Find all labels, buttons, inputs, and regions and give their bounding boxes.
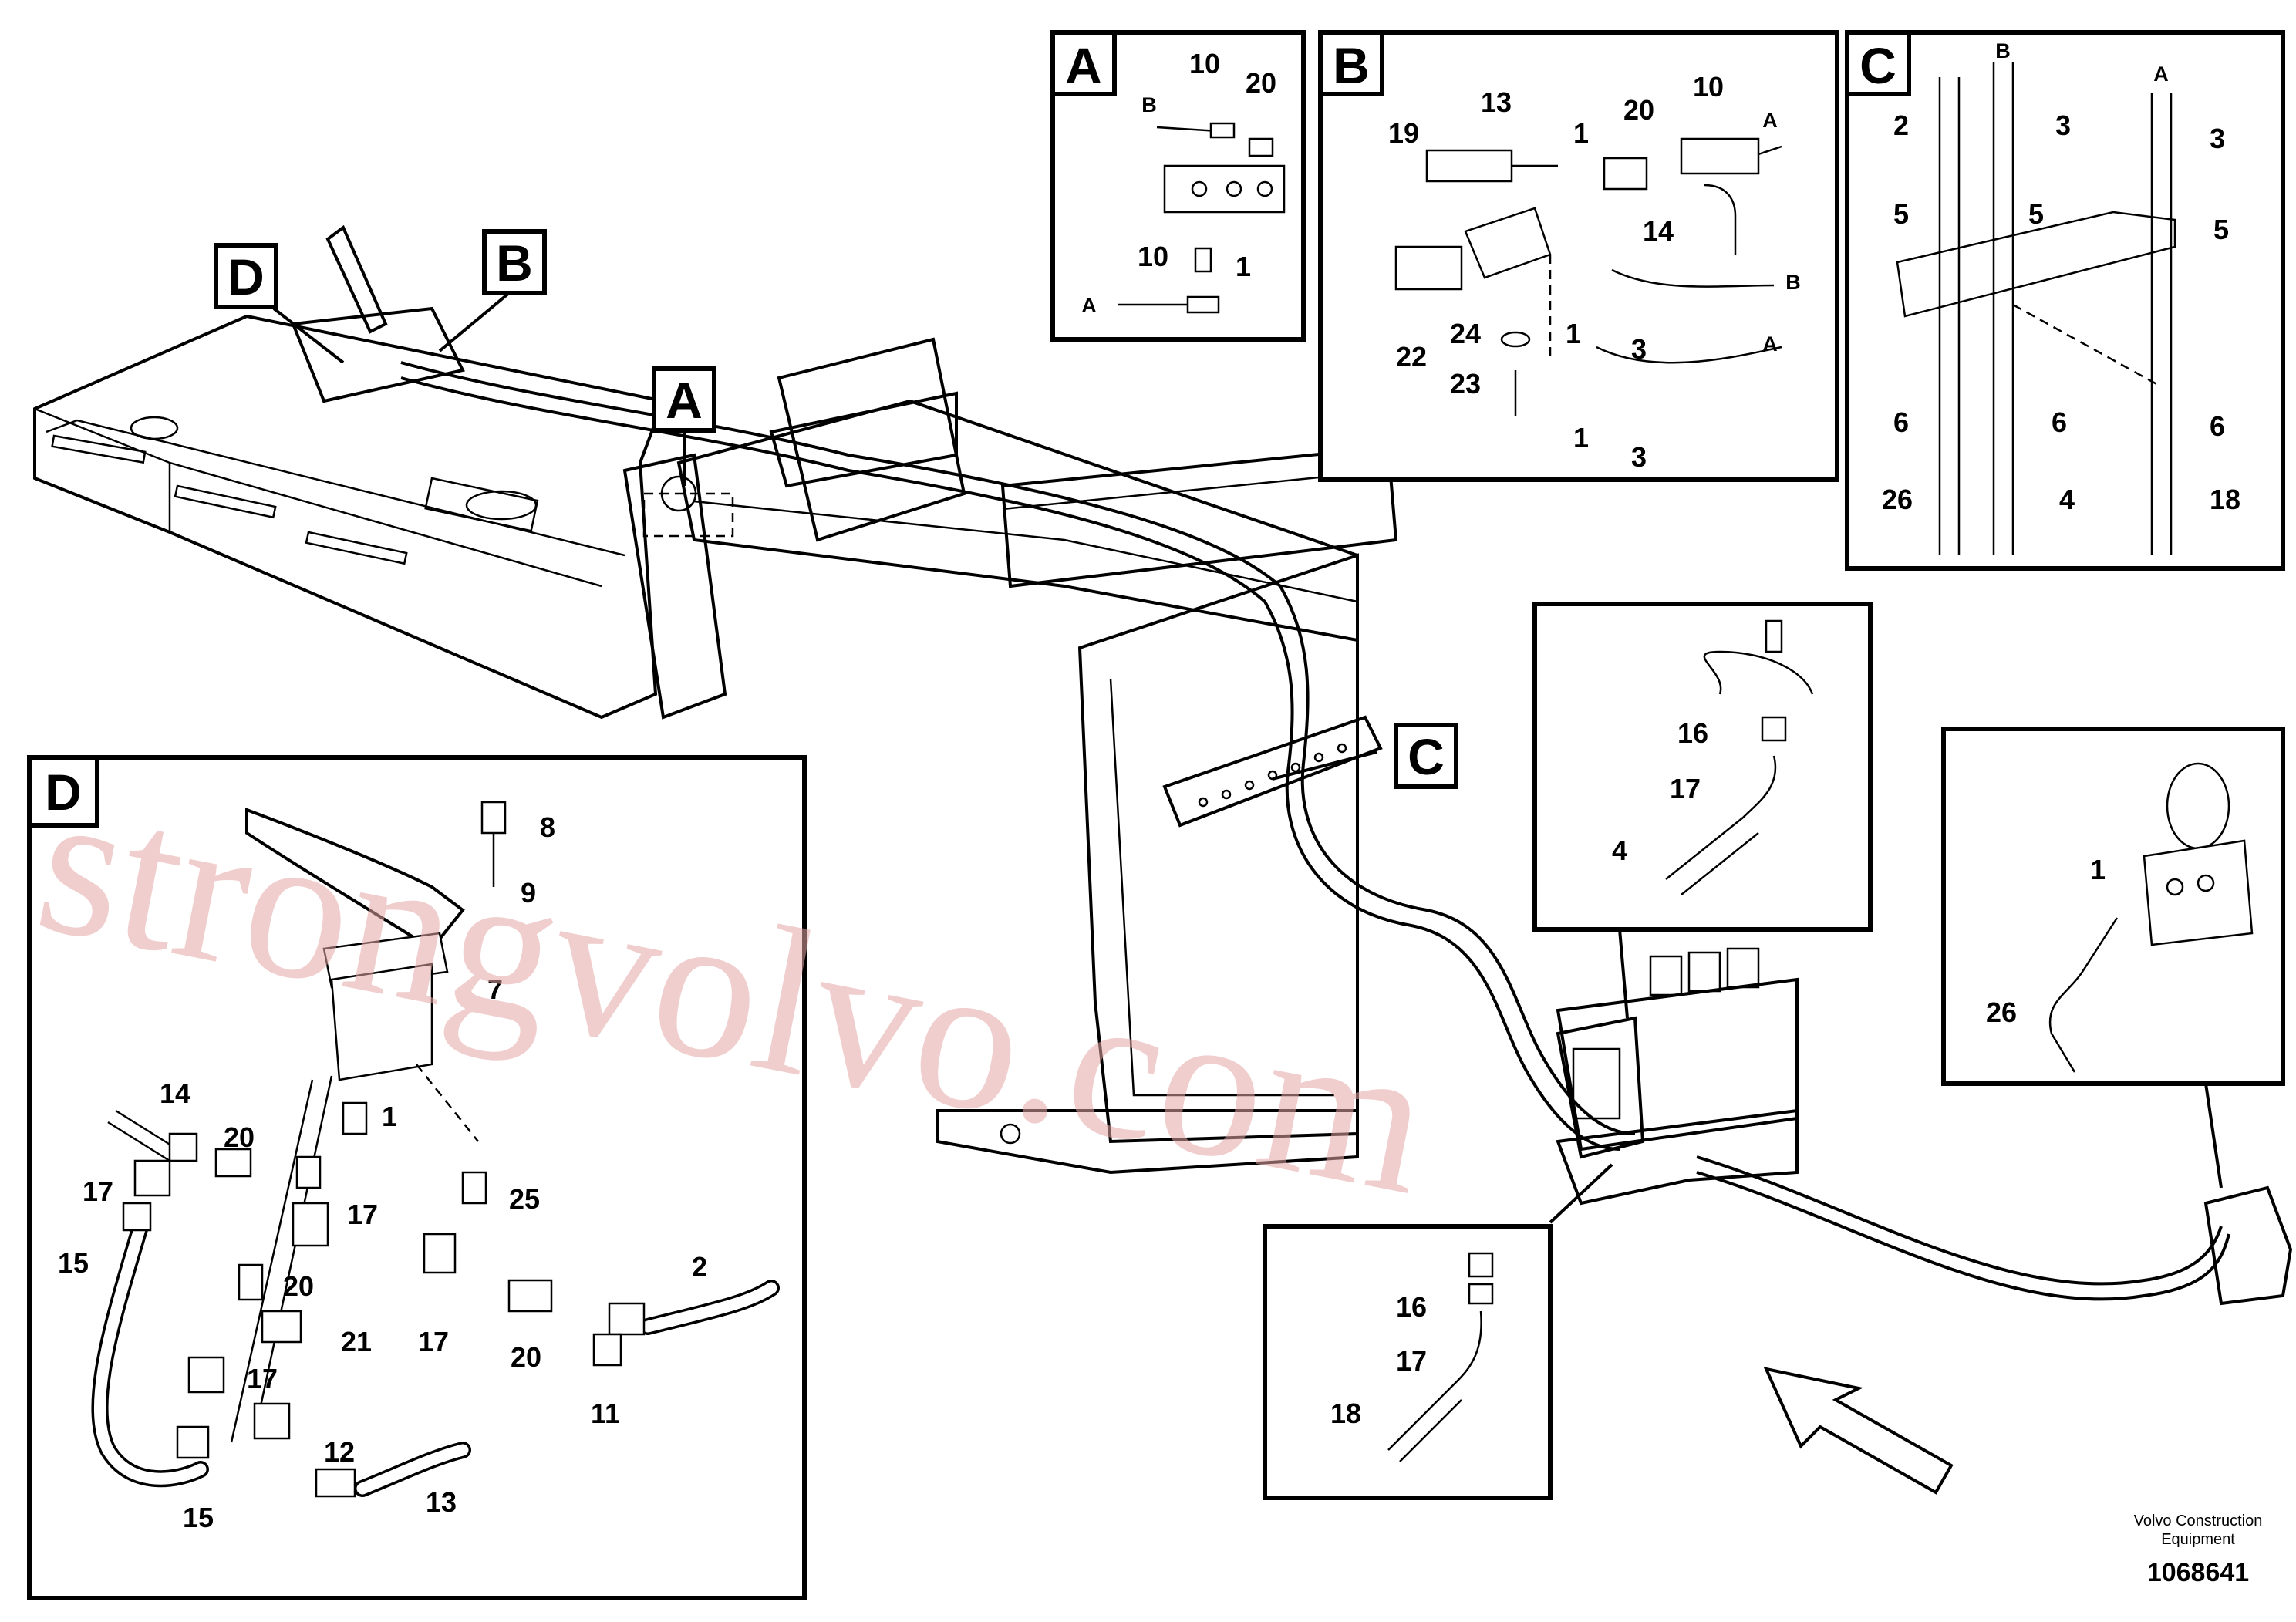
panel-d-part-8: 8 <box>540 811 555 843</box>
panel-d-part-17-left: 17 <box>83 1175 113 1207</box>
detail-lower-part-18: 18 <box>1330 1398 1361 1429</box>
panel-a-part-10-bottom: 10 <box>1138 241 1168 272</box>
detail-valve-connection: 16 17 4 <box>1532 602 1873 932</box>
callout-label-a: A <box>666 372 703 429</box>
direction-arrow-icon <box>1763 1367 1954 1495</box>
panel-d-part-13: 13 <box>426 1486 457 1518</box>
detail-valve-part-4: 4 <box>1612 835 1627 866</box>
panel-b-letter-a-top: A <box>1762 109 1778 132</box>
callout-badge-a: A <box>652 366 716 433</box>
panel-a-letter-a: A <box>1081 294 1097 317</box>
detail-lower-part-17: 17 <box>1396 1345 1427 1377</box>
panel-d-part-14: 14 <box>160 1077 190 1109</box>
detail-valve-part-17: 17 <box>1670 773 1701 804</box>
panel-b-letter-a-bottom: A <box>1762 332 1778 356</box>
machine-frame-drawing <box>33 224 2293 1495</box>
panel-c-part-5-mid: 5 <box>2028 198 2044 230</box>
platform-holes <box>1198 743 1347 808</box>
detail-valve-part-16: 16 <box>1677 717 1708 749</box>
panel-c-part-5-right: 5 <box>2213 214 2229 245</box>
panel-b-part-20: 20 <box>1623 94 1654 126</box>
panel-a-part-20: 20 <box>1246 67 1276 99</box>
detail-accumulator-part-26: 26 <box>1986 996 2017 1028</box>
panel-d-part-7: 7 <box>487 973 503 1005</box>
panel-c-part-6-mid: 6 <box>2052 406 2067 438</box>
panel-b-letter-b: B <box>1785 271 1801 294</box>
panel-b-part-10: 10 <box>1693 71 1724 103</box>
panel-c-letter-a: A <box>2153 62 2169 86</box>
drawing-number: 1068641 <box>2147 1558 2249 1587</box>
panel-b-part-24: 24 <box>1450 318 1481 349</box>
panel-d-part-17-low: 17 <box>247 1363 278 1394</box>
detail-accumulator-part-1: 1 <box>2090 854 2106 885</box>
detail-accumulator: 1 26 <box>1941 727 2285 1086</box>
panel-d-part-20-mid: 20 <box>283 1270 314 1302</box>
callout-label-b: B <box>496 234 533 292</box>
panel-d-part-17-right: 17 <box>418 1326 449 1357</box>
company-name-line2: Equipment <box>2161 1531 2235 1548</box>
panel-c-part-26: 26 <box>1882 484 1913 515</box>
detail-panel-b: B 13 1 20 10 19 14 22 24 1 3 23 1 3 A B … <box>1318 30 1839 482</box>
callout-label-d: D <box>228 248 265 305</box>
panel-c-letter-b: B <box>1995 39 2011 62</box>
panel-d-part-17-mid: 17 <box>347 1199 378 1230</box>
panel-b-part-14: 14 <box>1643 215 1674 247</box>
footer: Volvo Construction Equipment 1068641 <box>2134 1512 2263 1587</box>
panel-c-part-3-right: 3 <box>2210 123 2225 154</box>
panel-c-part-3-left: 3 <box>2055 110 2071 141</box>
panel-d-part-20-top: 20 <box>224 1121 255 1153</box>
panel-b-badge: B <box>1333 37 1370 94</box>
panel-d-part-11: 11 <box>591 1398 620 1429</box>
callout-badge-d: D <box>214 243 278 309</box>
panel-b-part-1-mid: 1 <box>1566 318 1581 349</box>
panel-d-badge: D <box>45 764 82 821</box>
accumulator-sphere <box>2166 762 2230 850</box>
panel-d-part-20-right: 20 <box>511 1341 541 1373</box>
panel-b-part-1-top: 1 <box>1573 117 1589 149</box>
company-name-line1: Volvo Construction <box>2134 1512 2263 1529</box>
panel-d-part-1: 1 <box>382 1101 397 1132</box>
panel-b-part-3-mid: 3 <box>1631 333 1647 365</box>
panel-c-part-18: 18 <box>2210 484 2240 515</box>
panel-d-part-15-bottom: 15 <box>183 1502 214 1533</box>
distribution-block <box>1163 164 1286 214</box>
panel-c-part-6-right: 6 <box>2210 410 2225 442</box>
panel-a-part-10-top: 10 <box>1189 48 1220 79</box>
panel-b-part-3-bottom: 3 <box>1631 441 1647 473</box>
detail-lower-part-16: 16 <box>1396 1291 1427 1323</box>
panel-d-part-9: 9 <box>521 877 536 909</box>
panel-c-part-6-left: 6 <box>1893 406 1909 438</box>
callout-label-c: C <box>1408 728 1445 785</box>
panel-b-part-13: 13 <box>1481 86 1512 118</box>
panel-d-part-25: 25 <box>509 1183 540 1215</box>
panel-b-part-22: 22 <box>1396 341 1427 373</box>
panel-a-letter-b: B <box>1141 93 1157 116</box>
panel-c-badge: C <box>1859 37 1896 94</box>
panel-d-part-21: 21 <box>341 1326 372 1357</box>
panel-a-part-1: 1 <box>1236 251 1251 282</box>
mounting-plate <box>1896 211 2176 318</box>
callout-badge-c: C <box>1394 723 1458 789</box>
detail-panel-a: A 10 20 10 1 B A <box>1050 30 1306 342</box>
panel-d-part-15-top: 15 <box>58 1247 89 1279</box>
panel-c-part-2: 2 <box>1893 110 1909 141</box>
panel-d-part-12: 12 <box>324 1436 355 1468</box>
panel-d-part-2: 2 <box>692 1251 707 1283</box>
panel-b-part-1-bottom: 1 <box>1573 422 1589 454</box>
detail-panel-d: D 8 9 7 <box>27 755 807 1600</box>
detail-lower-connection: 16 17 18 <box>1263 1224 1553 1500</box>
callout-badge-b: B <box>482 229 547 295</box>
panel-b-part-19: 19 <box>1388 117 1419 149</box>
detail-panel-c: C 2 3 3 5 5 5 6 6 6 26 4 18 B A <box>1845 30 2285 571</box>
panel-c-part-5-left: 5 <box>1893 198 1909 230</box>
panel-b-part-23: 23 <box>1450 368 1481 400</box>
panel-a-badge: A <box>1065 37 1102 94</box>
panel-c-part-4: 4 <box>2059 484 2075 515</box>
